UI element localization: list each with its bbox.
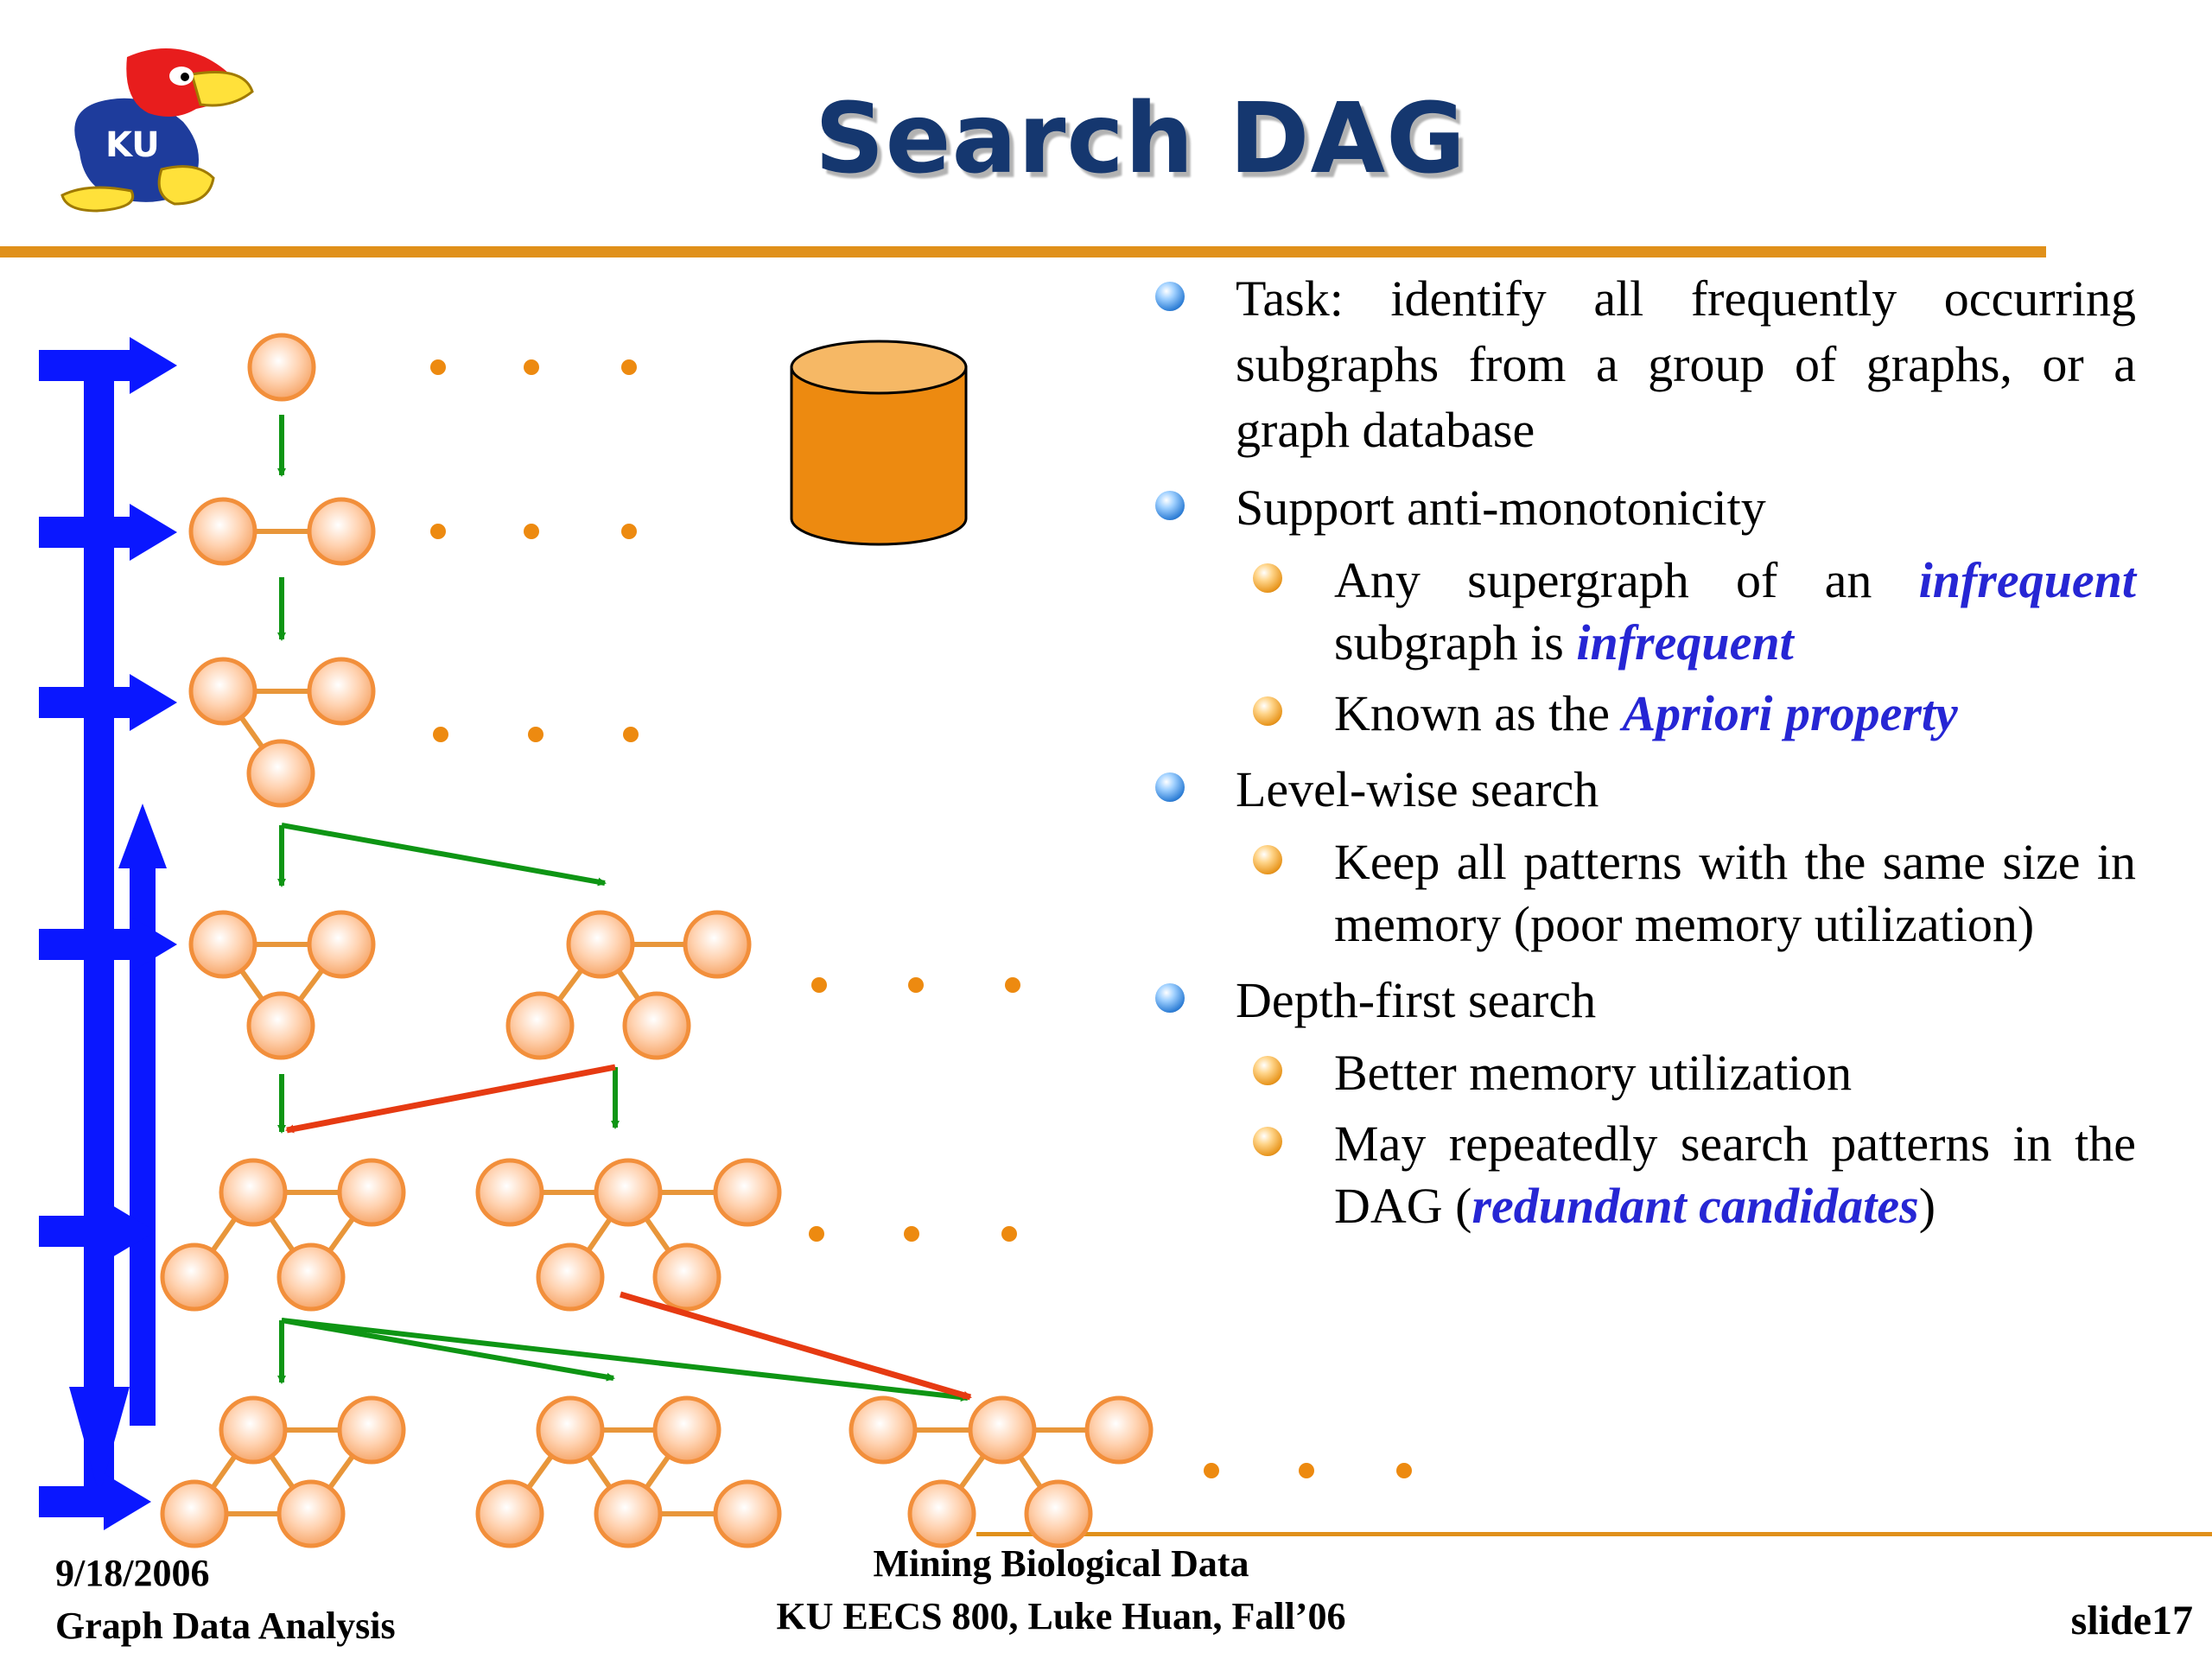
slide-number: slide17 (2070, 1598, 2193, 1643)
search-dag-diagram (39, 333, 1412, 1548)
bullet-text: Support anti-monotonicity (1236, 480, 1766, 536)
title-rule (0, 246, 2046, 257)
blue-bullet-icon (1155, 491, 1185, 520)
green-dag-arrows (277, 415, 969, 1402)
footer-course-topic: Graph Data Analysis (55, 1605, 396, 1647)
emphasis-text: infrequent (1576, 614, 1794, 671)
orange-bullet-icon (1253, 563, 1282, 593)
emphasis-text: Apriori property (1622, 685, 1958, 741)
level-wise-arrows (39, 337, 177, 1530)
level-arrow-1 (39, 337, 177, 394)
bullet-item: Level-wise search (1141, 757, 2136, 823)
bullet-text: Any supergraph of an (1334, 552, 1919, 608)
footer-center-line1: Mining Biological Data (873, 1542, 1249, 1585)
level-arrow-4 (39, 916, 177, 973)
level-arrow-5 (39, 1203, 156, 1260)
graph-nodes (160, 333, 1154, 1548)
bullet-text: May repeatedly search patterns in the DA… (1334, 1116, 2136, 1234)
orange-bullet-icon (1253, 845, 1282, 874)
ellipsis-dots (430, 359, 1412, 1478)
sub-bullet-item: May repeatedly search patterns in the DA… (1141, 1113, 2136, 1237)
ku-jayhawk-logo: KU (60, 48, 254, 213)
level-arrow-3 (39, 674, 177, 731)
red-redundant-arrows (285, 1064, 972, 1401)
orange-bullet-icon (1253, 1127, 1282, 1156)
jayhawk-beak (190, 71, 254, 107)
emphasis-text: infrequent (1918, 552, 2136, 608)
bullet-text: Level-wise search (1236, 761, 1599, 817)
bullet-text: Known as the (1334, 685, 1623, 741)
level-arrow-6 (39, 1473, 151, 1530)
orange-bullet-icon (1253, 696, 1282, 726)
sub-bullet-item: Keep all patterns with the same size in … (1141, 831, 2136, 956)
bullet-text: ) (1918, 1178, 1936, 1234)
sub-bullet-item: Better memory utilization (1141, 1042, 2136, 1104)
level-arrow-2 (39, 504, 177, 561)
jayhawk-shoe (157, 165, 215, 206)
jayhawk-shoe (60, 186, 135, 213)
jayhawk-ku-text: KU (105, 125, 160, 165)
sub-bullet-item: Known as the Apriori property (1141, 683, 2136, 745)
emphasis-text: redundant candidates (1471, 1178, 1919, 1234)
down-arrowhead (69, 1387, 130, 1495)
footer-center-line2: KU EECS 800, Luke Huan, Fall’06 (776, 1595, 1346, 1637)
slide-title: Search DAG (814, 83, 1467, 195)
blue-bullet-icon (1155, 983, 1185, 1013)
bullet-item: Support anti-monotonicity (1141, 475, 2136, 541)
blue-bullet-icon (1155, 772, 1185, 802)
bullet-text: Depth-first search (1236, 972, 1597, 1028)
bullet-item: Task: identify all frequently occurring … (1141, 266, 2136, 463)
bullet-text: Task: identify all frequently occurring … (1236, 270, 2136, 458)
sub-bullet-item: Any supergraph of an infrequent subgraph… (1141, 550, 2136, 674)
database-icon (790, 340, 968, 546)
footer-rule (976, 1532, 2212, 1536)
blue-bullet-icon (1155, 282, 1185, 311)
bullet-text: Better memory utilization (1334, 1045, 1853, 1101)
footer-date: 9/18/2006 (55, 1552, 210, 1594)
bullet-text: subgraph is (1334, 614, 1577, 671)
bullet-text: Keep all patterns with the same size in … (1334, 834, 2136, 952)
up-arrowhead (118, 804, 167, 868)
bullet-list: Task: identify all frequently occurring … (1141, 266, 2136, 1237)
orange-bullet-icon (1253, 1056, 1282, 1085)
bullet-item: Depth-first search (1141, 968, 2136, 1033)
